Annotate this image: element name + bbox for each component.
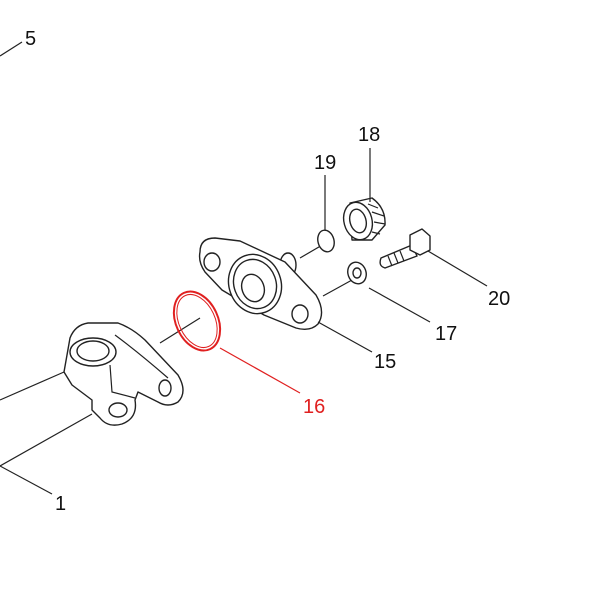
callout-label: 18	[358, 124, 380, 146]
part-bolt[interactable]	[379, 228, 431, 269]
part-flange-cover[interactable]	[198, 237, 323, 331]
callout-label: 1	[55, 493, 66, 515]
leader-line	[0, 41, 23, 57]
leader-line	[317, 321, 373, 353]
assembly-axis-line	[159, 317, 201, 344]
callout-15[interactable]: 15	[317, 321, 396, 373]
callout-1[interactable]: 1	[0, 465, 66, 515]
callout-19[interactable]: 19	[314, 152, 336, 230]
callout-label: 15	[374, 351, 396, 373]
callout-label: 19	[314, 152, 336, 174]
part-axle-housing[interactable]	[0, 322, 184, 467]
callout-label: 5	[25, 28, 36, 50]
callout-label: 20	[488, 288, 510, 310]
assembly-axis-line	[322, 279, 353, 297]
callout-5[interactable]: 5	[0, 28, 36, 57]
callout-18[interactable]: 18	[358, 124, 380, 202]
callout-16[interactable]: 16	[219, 347, 325, 418]
leader-line	[427, 250, 488, 287]
part-washer[interactable]	[345, 260, 369, 287]
callout-label: 16	[303, 396, 325, 418]
callout-label: 17	[435, 323, 457, 345]
leader-line	[0, 465, 53, 495]
callout-20[interactable]: 20	[427, 250, 510, 310]
part-o-ring[interactable]	[165, 284, 229, 358]
leader-line	[219, 347, 301, 394]
callout-17[interactable]: 17	[368, 287, 457, 345]
leader-line	[368, 287, 431, 323]
part-plug[interactable]	[315, 228, 336, 253]
part-nut[interactable]	[340, 197, 386, 243]
